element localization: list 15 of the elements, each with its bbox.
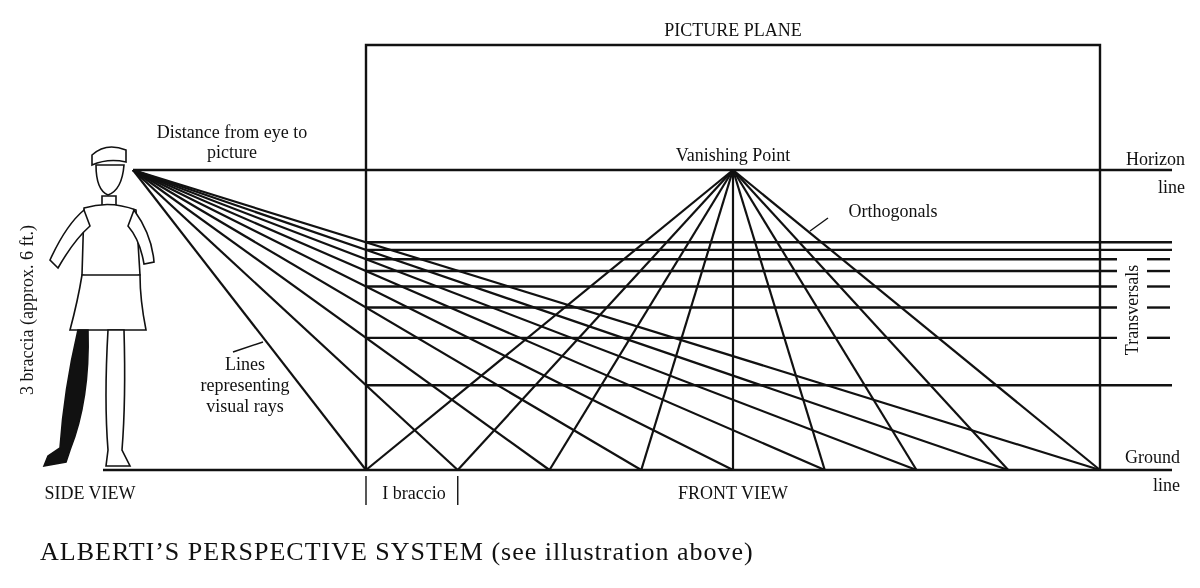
dimension-label: 3 braccia (approx. 6 ft.) xyxy=(17,224,37,397)
label: Ground line xyxy=(1124,446,1180,497)
view-label: FRONT VIEW xyxy=(677,483,789,503)
dimension-label: I braccio xyxy=(381,483,447,503)
title: ALBERTI’S PERSPECTIVE SYSTEM (see illustration above) xyxy=(40,537,754,567)
callout-label: Orthogonals xyxy=(838,201,948,222)
callout-label: Lines representing visual rays xyxy=(185,354,305,417)
leader-line xyxy=(809,217,829,232)
label: Distance from eye to picture xyxy=(155,122,309,162)
view-label: SIDE VIEW xyxy=(43,483,137,503)
leader-line xyxy=(232,341,264,353)
label: Vanishing Point xyxy=(674,145,792,165)
label: Horizon line xyxy=(1125,148,1185,199)
label: Transversals xyxy=(1122,263,1142,358)
heading-label: PICTURE PLANE xyxy=(663,20,803,40)
